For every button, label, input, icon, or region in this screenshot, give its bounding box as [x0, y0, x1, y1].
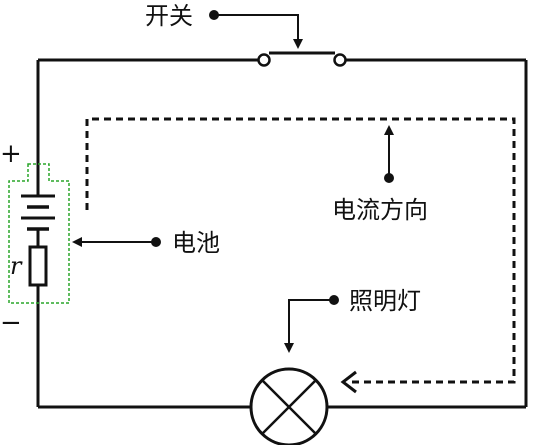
lamp-cross-2 — [261, 379, 317, 435]
battery: r + − 电池 — [0, 139, 220, 338]
lamp-callout-arrow — [284, 299, 334, 353]
positive-sign: + — [0, 139, 22, 169]
battery-outline — [8, 163, 70, 304]
current-path — [85, 117, 516, 384]
switch: 开关 — [145, 2, 347, 67]
switch-callout-arrow — [214, 14, 303, 49]
switch-terminal-right — [333, 53, 347, 67]
lamp-label: 照明灯 — [349, 287, 421, 315]
negative-sign: − — [0, 308, 22, 338]
switch-label: 开关 — [145, 2, 193, 30]
lamp: 照明灯 — [249, 287, 421, 445]
switch-terminal-left — [257, 53, 271, 67]
internal-resistor — [28, 245, 48, 287]
current-direction-label: 电流方向 — [332, 196, 428, 224]
circuit-wires — [36, 58, 528, 409]
battery-label: 电池 — [172, 229, 220, 257]
current-direction: 电流方向 — [85, 117, 516, 394]
current-arrow-head — [340, 370, 357, 394]
internal-resistance-label: r — [10, 252, 23, 280]
